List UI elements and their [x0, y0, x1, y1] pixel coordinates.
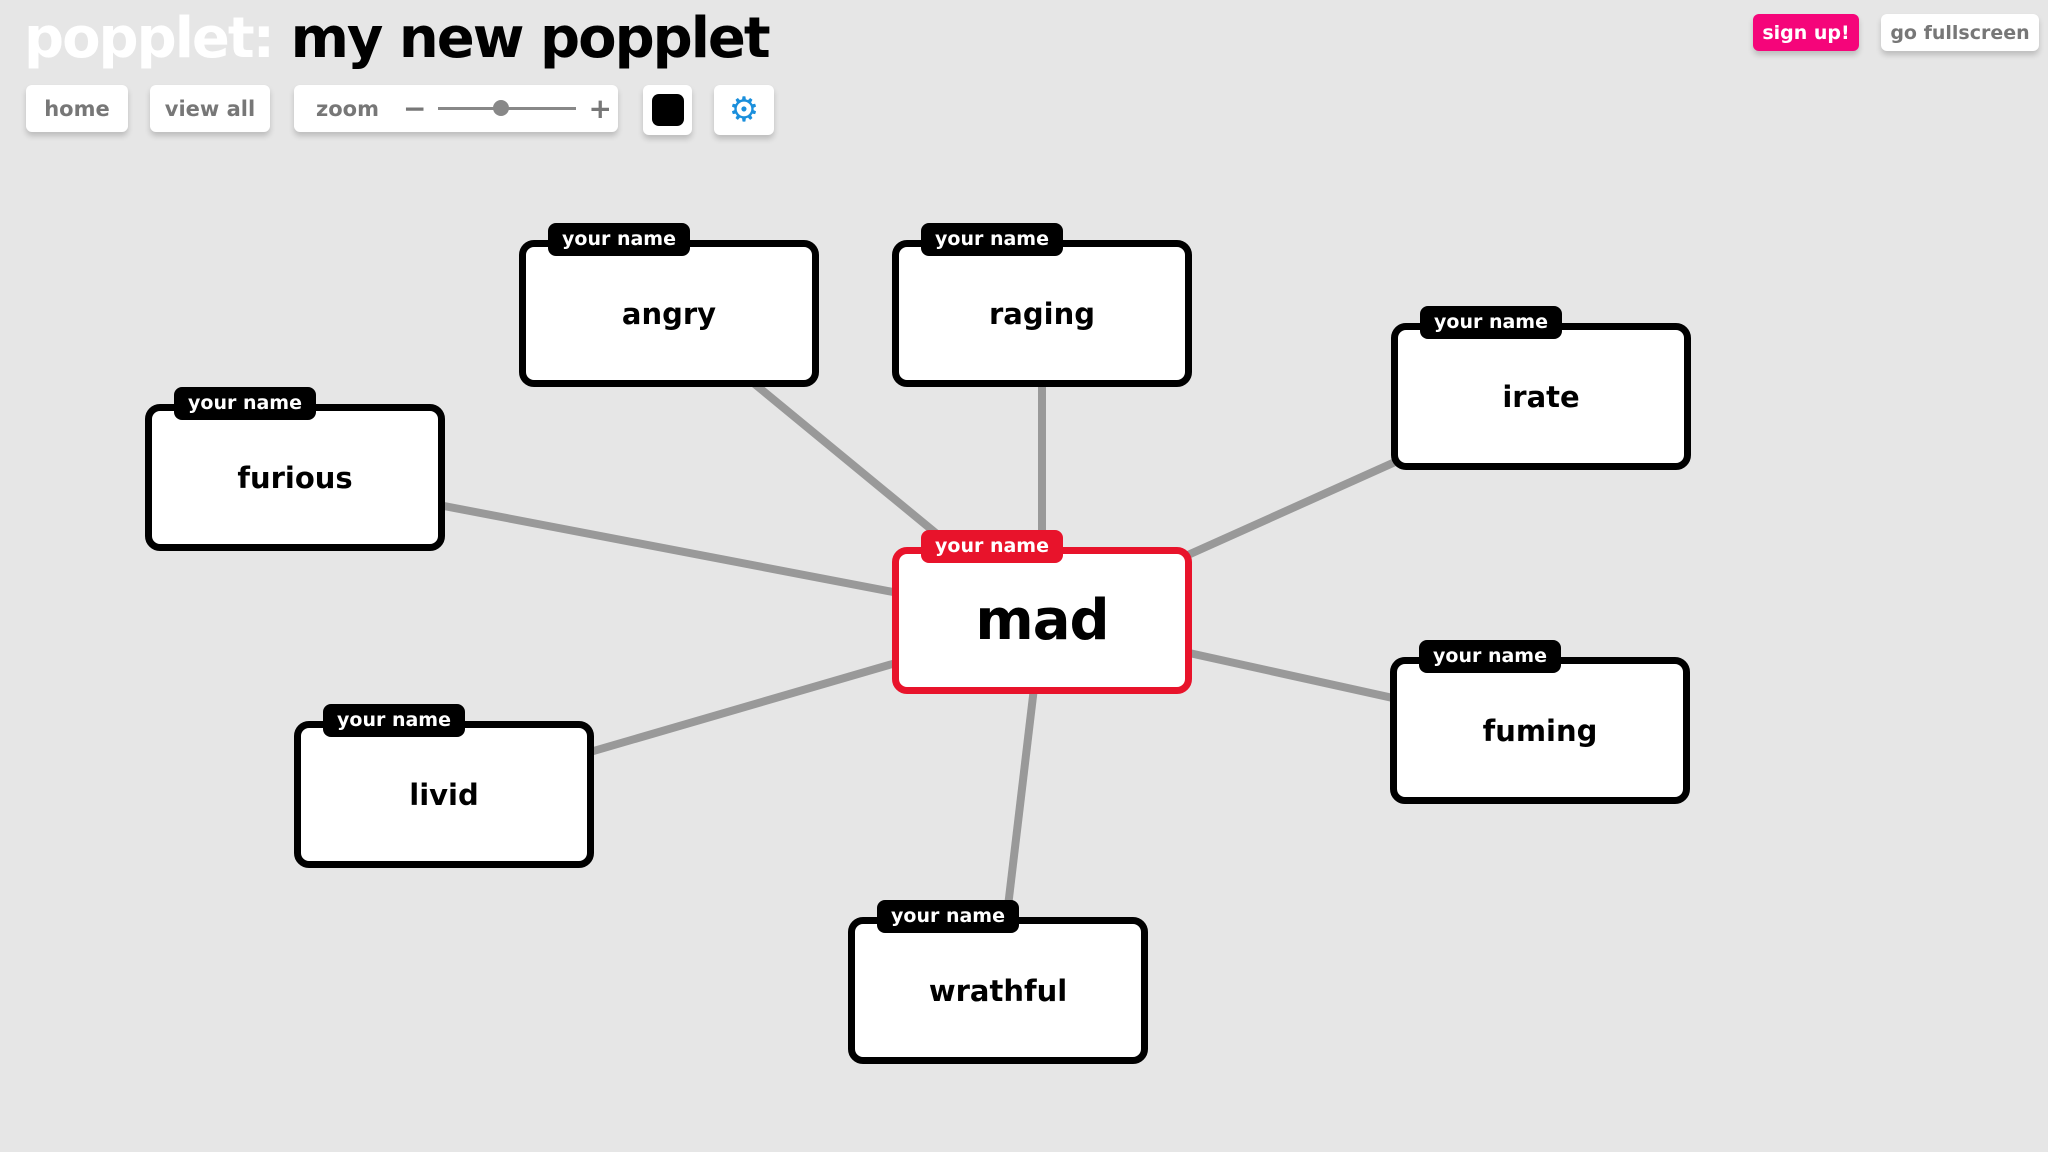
popple-angry[interactable]: your name angry — [519, 223, 819, 387]
zoom-control: zoom − + — [294, 85, 618, 132]
zoom-slider[interactable] — [438, 100, 577, 116]
zoom-slider-thumb[interactable] — [492, 100, 509, 116]
settings-button[interactable]: ⚙ — [714, 85, 774, 135]
color-swatch — [651, 94, 684, 126]
popple-text[interactable]: irate — [1502, 379, 1580, 414]
sign-up-button[interactable]: sign up! — [1753, 14, 1859, 51]
author-tag: your name — [877, 900, 1019, 933]
fullscreen-button[interactable]: go fullscreen — [1881, 14, 2039, 51]
gear-icon: ⚙ — [728, 90, 760, 130]
popple-text[interactable]: wrathful — [928, 973, 1068, 1008]
author-tag: your name — [1419, 640, 1561, 673]
view-all-button[interactable]: view all — [150, 85, 270, 132]
popple-livid[interactable]: your name livid — [294, 704, 594, 868]
zoom-in-button[interactable]: + — [588, 92, 612, 125]
zoom-label: zoom — [316, 96, 379, 121]
author-tag: your name — [1420, 306, 1562, 339]
author-tag: your name — [921, 223, 1063, 256]
popple-raging[interactable]: your name raging — [892, 223, 1192, 387]
zoom-out-button[interactable]: − — [402, 92, 427, 125]
author-tag: your name — [921, 530, 1063, 563]
popple-mad[interactable]: your name mad — [892, 530, 1192, 694]
author-tag: your name — [323, 704, 465, 737]
popple-text[interactable]: mad — [975, 588, 1109, 653]
popple-fuming[interactable]: your name fuming — [1390, 640, 1690, 804]
home-button[interactable]: home — [26, 85, 128, 132]
popple-text[interactable]: angry — [621, 296, 717, 331]
author-tag: your name — [174, 387, 316, 420]
popple-wrathful[interactable]: your name wrathful — [848, 900, 1148, 1064]
popple-text[interactable]: raging — [989, 296, 1095, 331]
color-picker-button[interactable] — [643, 85, 692, 135]
brand-logo[interactable]: popplet: — [24, 6, 275, 71]
popple-furious[interactable]: your name furious — [145, 387, 445, 551]
page-title[interactable]: my new popplet — [290, 6, 771, 71]
popplet-title: popplet: my new popplet — [24, 6, 771, 71]
popple-text[interactable]: fuming — [1482, 713, 1598, 748]
popple-text[interactable]: livid — [409, 777, 479, 812]
author-tag: your name — [548, 223, 690, 256]
popple-irate[interactable]: your name irate — [1391, 306, 1691, 470]
popple-text[interactable]: furious — [237, 460, 353, 495]
